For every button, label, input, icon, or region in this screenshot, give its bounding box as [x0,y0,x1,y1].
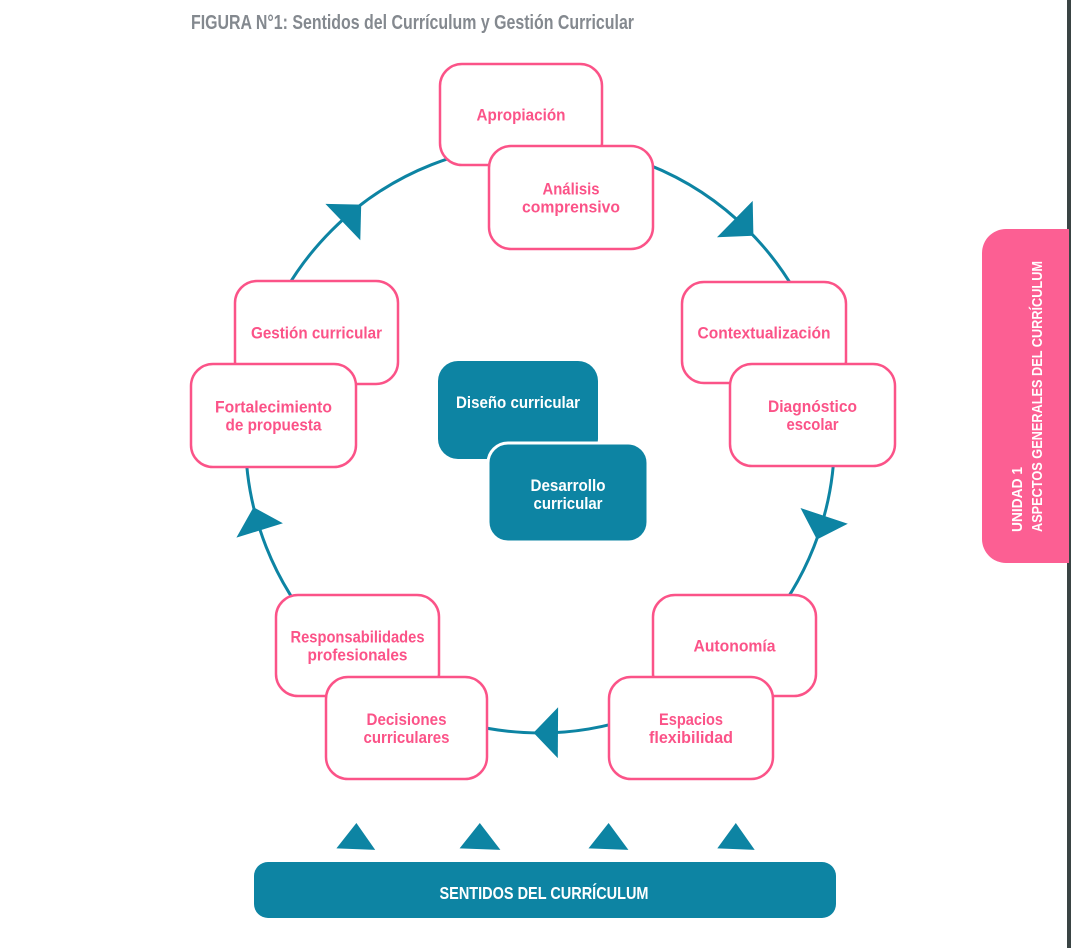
svg-text:Gestión curricular: Gestión curricular [251,324,382,343]
svg-text:Diagnóstico: Diagnóstico [768,397,857,416]
svg-text:ASPECTOS GENERALES DEL CURRÍCU: ASPECTOS GENERALES DEL CURRÍCULUM [1029,261,1046,532]
svg-text:comprensivo: comprensivo [522,198,620,217]
svg-text:Desarrollo: Desarrollo [531,476,606,495]
svg-text:Fortalecimiento: Fortalecimiento [215,398,332,417]
svg-text:Apropiación: Apropiación [477,106,566,125]
svg-text:escolar: escolar [787,415,839,434]
svg-text:de propuesta: de propuesta [226,416,322,435]
svg-text:Decisiones: Decisiones [367,710,447,729]
svg-text:UNIDAD 1: UNIDAD 1 [1009,467,1026,532]
svg-text:Responsabilidades: Responsabilidades [291,628,425,647]
svg-text:curriculares: curriculares [364,728,450,747]
svg-text:Autonomía: Autonomía [694,637,776,656]
svg-text:flexibilidad: flexibilidad [649,728,733,747]
svg-text:profesionales: profesionales [308,646,408,665]
svg-text:Espacios: Espacios [659,710,723,729]
svg-text:FIGURA N°1: Sentidos del Currí: FIGURA N°1: Sentidos del Currículum y Ge… [191,12,634,34]
svg-text:Contextualización: Contextualización [698,324,831,343]
svg-text:Diseño curricular: Diseño curricular [456,393,580,412]
svg-text:SENTIDOS DEL CURRÍCULUM: SENTIDOS DEL CURRÍCULUM [440,882,649,903]
svg-text:Análisis: Análisis [543,180,600,199]
svg-text:curricular: curricular [534,494,603,513]
